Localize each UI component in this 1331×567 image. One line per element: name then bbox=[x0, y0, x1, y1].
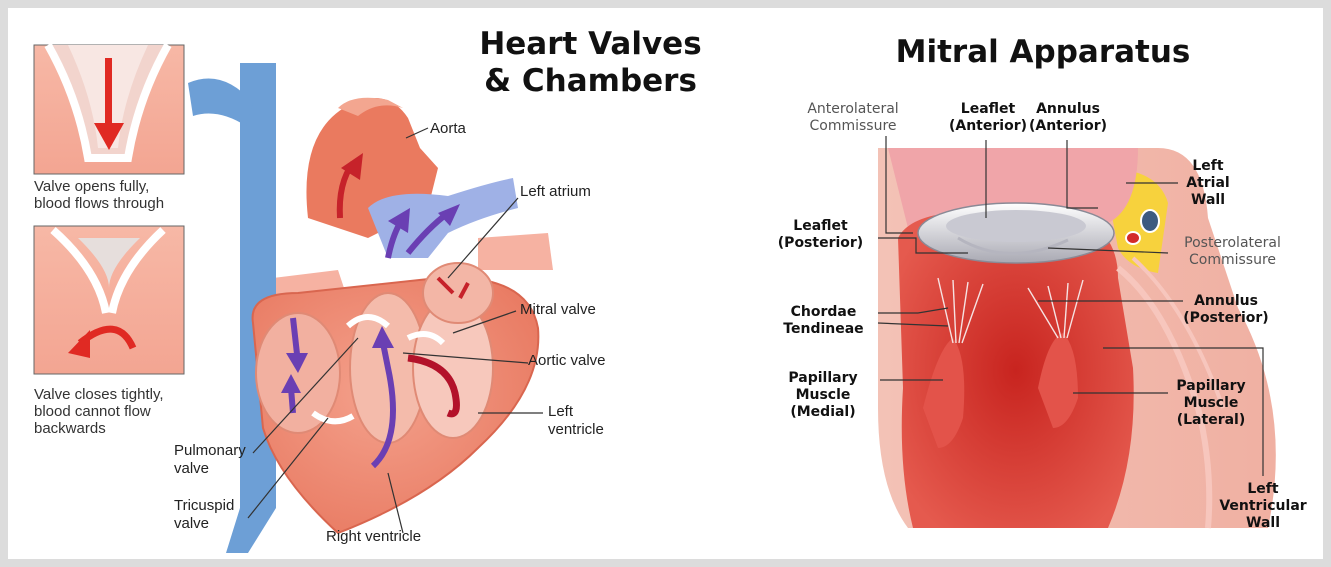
label-papillary-medial: Papillary Muscle (Medial) bbox=[778, 370, 868, 421]
label-aorta: Aorta bbox=[430, 120, 466, 138]
label-left-atrium: Left atrium bbox=[520, 183, 591, 201]
label-papillary-lateral: Papillary Muscle (Lateral) bbox=[1166, 378, 1256, 429]
label-anterolateral-commissure: Anterolateral Commissure bbox=[793, 101, 913, 135]
label-annulus-anterior: Annulus (Anterior) bbox=[1013, 101, 1123, 135]
label-tricuspid-valve: Tricuspid valve bbox=[174, 497, 234, 533]
heart-title: Heart Valves & Chambers bbox=[463, 26, 718, 100]
label-aortic-valve: Aortic valve bbox=[528, 352, 606, 370]
label-right-ventricle: Right ventricle bbox=[326, 528, 421, 546]
label-left-ventricle: Left ventricle bbox=[548, 403, 604, 439]
label-left-atrial-wall: Left Atrial Wall bbox=[1178, 158, 1238, 209]
mitral-title: Mitral Apparatus bbox=[878, 34, 1208, 71]
valve-closed-caption: Valve closes tightly, blood cannot flow … bbox=[34, 386, 209, 437]
label-annulus-posterior: Annulus (Posterior) bbox=[1171, 293, 1281, 327]
label-mitral-valve: Mitral valve bbox=[520, 301, 596, 319]
diagram-canvas: Heart Valves & Chambers Mitral Apparatus… bbox=[8, 8, 1323, 559]
valve-closed-panel bbox=[34, 226, 184, 374]
label-chordae-tendineae: Chordae Tendineae bbox=[776, 304, 871, 338]
label-leaflet-posterior: Leaflet (Posterior) bbox=[768, 218, 873, 252]
valve-open-panel bbox=[34, 45, 184, 174]
label-posterolateral-commissure: Posterolateral Commissure bbox=[1170, 235, 1295, 269]
valve-open-caption: Valve opens fully, blood flows through bbox=[34, 178, 209, 212]
heart-illustration bbox=[188, 63, 553, 553]
label-left-ventricular-wall: Left Ventricular Wall bbox=[1213, 481, 1313, 532]
label-pulmonary-valve: Pulmonary valve bbox=[174, 442, 246, 478]
